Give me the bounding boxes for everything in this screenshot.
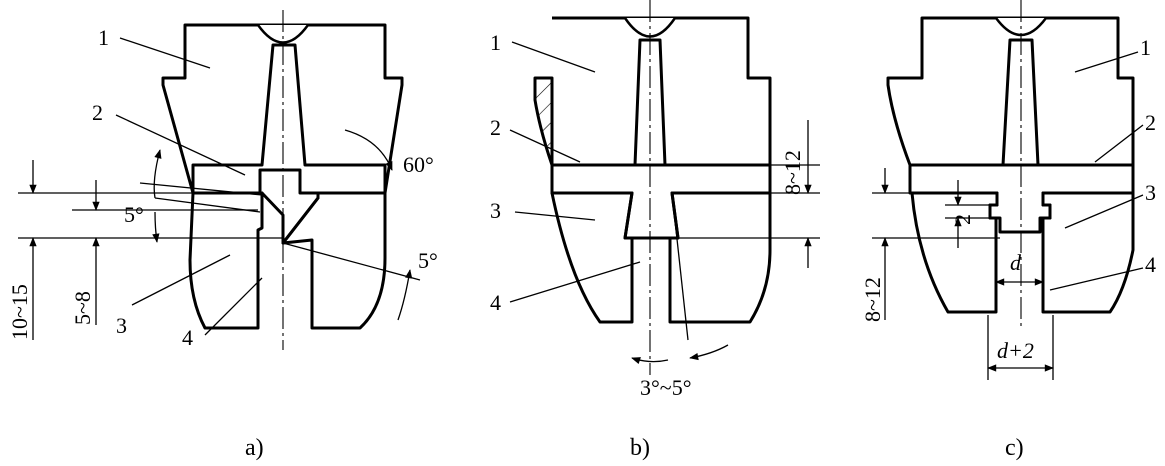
part-label: 4: [182, 325, 193, 350]
part-1-plate-c: [886, 16, 1135, 167]
part-3-block-a-right: [281, 191, 387, 330]
part-3-block-c-right: [1041, 191, 1135, 314]
figure-a: 1 2 3 4 60° 5° 5° 10~15 5~8 a): [7, 10, 438, 461]
part-label: 4: [490, 290, 501, 315]
part-3-block-c: [910, 191, 999, 314]
part-label: 1: [490, 30, 501, 55]
figure-caption: a): [245, 435, 264, 461]
part-label: 4: [1145, 252, 1156, 277]
figure-caption: c): [1005, 435, 1024, 461]
dimension-label: d+2: [997, 338, 1034, 363]
part-label: 3: [490, 198, 501, 223]
figure-caption: b): [630, 435, 650, 461]
part-2-runner-b: [550, 38, 772, 240]
figure-c: 1 2 3 4 8~12 2 d d+2 c): [860, 0, 1156, 461]
dimension-label: 8~12: [780, 150, 805, 195]
part-label: 1: [1140, 35, 1151, 60]
part-1-plate-a: [161, 23, 404, 195]
angle-label: 5°: [124, 202, 144, 227]
part-3-block-b: [550, 191, 634, 324]
dimension-label: 10~15: [7, 284, 32, 340]
part-3-block-b-right: [668, 191, 772, 324]
part-label: 2: [490, 115, 501, 140]
angle-label: 5°: [418, 248, 438, 273]
sprue-bowl-a: [256, 24, 310, 44]
dimension-label: 5~8: [70, 291, 95, 325]
part-label: 1: [98, 25, 109, 50]
part-label: 2: [1145, 110, 1156, 135]
part-label: 3: [1145, 180, 1156, 205]
dimension-label: 2: [950, 214, 975, 225]
angle-label: 60°: [403, 152, 434, 177]
angle-label: 3°~5°: [640, 375, 692, 400]
part-label: 2: [92, 100, 103, 125]
part-label: 3: [116, 313, 127, 338]
dimension-label: d: [1010, 250, 1022, 275]
part-2-runner-a: [191, 43, 387, 245]
part-3-block-a: [188, 191, 264, 330]
dimension-label: 8~12: [860, 277, 885, 322]
figure-b: 1 2 3 4 8~12 3°~5° b): [490, 0, 820, 461]
